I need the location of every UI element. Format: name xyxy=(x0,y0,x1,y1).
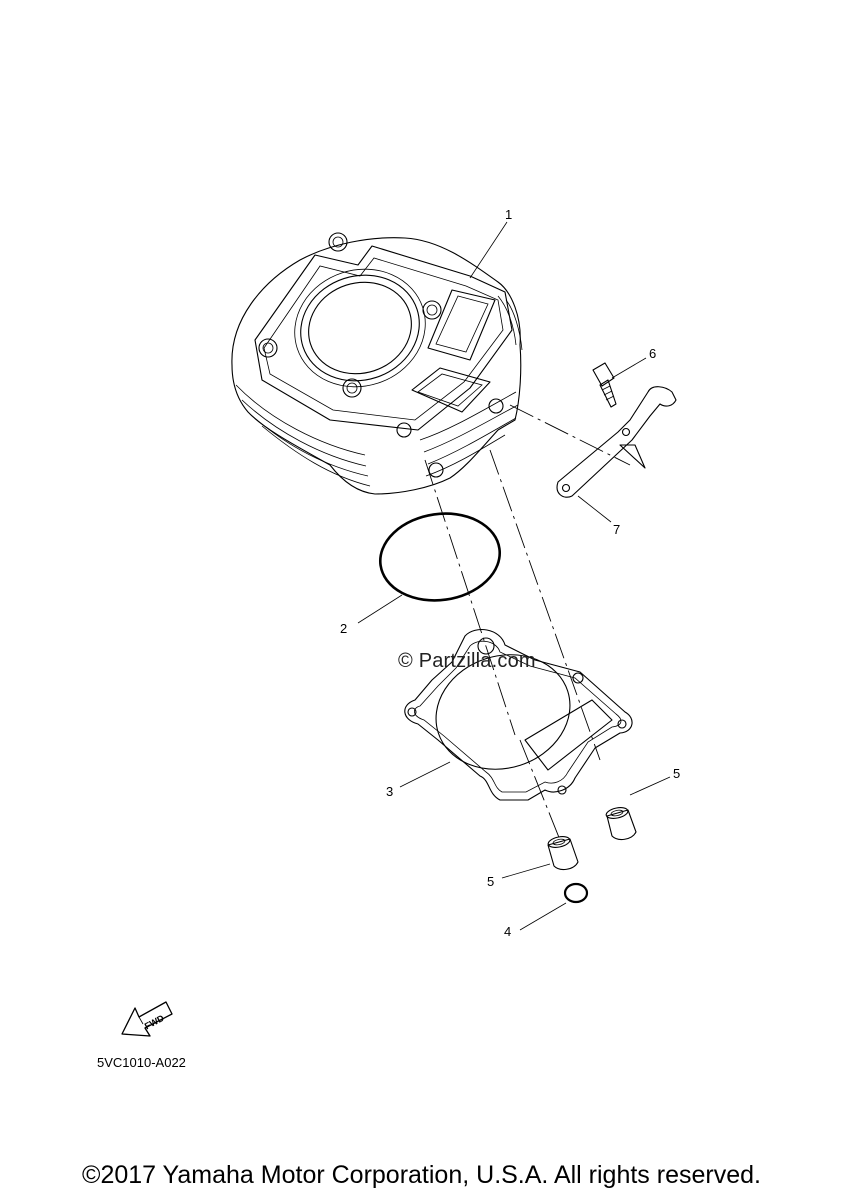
centerline-bolt xyxy=(509,404,631,466)
copyright-notice: ©2017 Yamaha Motor Corporation, U.S.A. A… xyxy=(82,1161,761,1189)
bolt-part xyxy=(592,362,617,408)
o-ring-part xyxy=(378,512,502,602)
dowel-pin-part xyxy=(547,807,637,871)
callout-5b: 5 xyxy=(487,874,494,889)
cylinder-part xyxy=(231,232,523,495)
callout-1: 1 xyxy=(505,207,512,222)
callout-4: 4 xyxy=(504,924,511,939)
callout-5a: 5 xyxy=(673,766,680,781)
centerline-dowel xyxy=(489,449,601,761)
fwd-arrow-icon: FWD xyxy=(121,1001,173,1037)
small-o-ring-part xyxy=(563,882,589,904)
callout-3: 3 xyxy=(386,784,393,799)
centerline-bore xyxy=(424,459,516,736)
callout-2: 2 xyxy=(340,621,347,636)
centerline-dowel-left xyxy=(519,739,561,841)
cylinder-gasket-part xyxy=(404,628,633,801)
fwd-label: FWD xyxy=(143,1013,166,1032)
callout-6: 6 xyxy=(649,346,656,361)
callout-7: 7 xyxy=(613,522,620,537)
watermark-text: © Partzilla.com xyxy=(398,650,536,672)
bracket-part xyxy=(556,386,677,498)
leader-lines xyxy=(357,221,671,931)
diagram-code: 5VC1010-A022 xyxy=(97,1055,186,1070)
